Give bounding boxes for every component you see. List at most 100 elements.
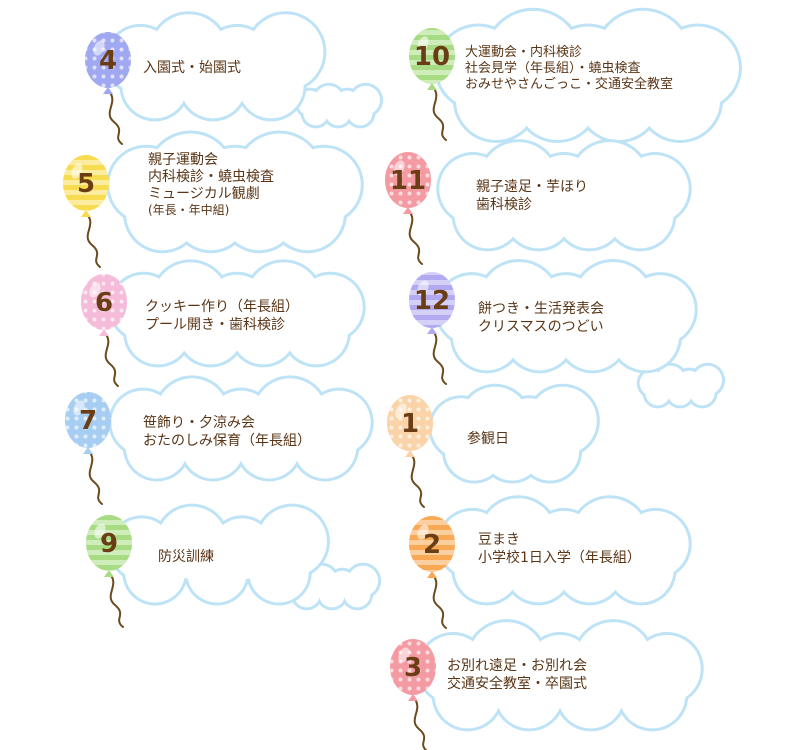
balloon-string <box>407 209 423 265</box>
event-line: (年長・年中組) <box>148 203 230 217</box>
event-cloud-11 <box>436 139 692 252</box>
event-line: おみせやさんごっこ・交通安全教室 <box>465 77 674 92</box>
balloon-highlight <box>417 36 429 52</box>
month-number: 12 <box>414 286 450 316</box>
balloon-string <box>103 331 119 387</box>
events-february: 豆まき 小学校1日入学（年長組） <box>478 531 641 567</box>
balloon-string <box>409 452 425 508</box>
events-june: クッキー作り（年長組） プール開き・歯科検診 <box>145 298 299 334</box>
event-line: 内科検診・蟯虫検査 <box>148 169 274 185</box>
balloon-month-6: 6 <box>81 274 127 387</box>
events-march: お別れ遠足・お別れ会 交通安全教室・卒園式 <box>447 657 587 693</box>
event-line: 社会見学（年長組）・蟯虫検査 <box>465 61 641 76</box>
balloon-month-1: 1 <box>387 395 433 508</box>
small-cloud-1 <box>294 82 384 129</box>
balloon-knot <box>81 210 91 217</box>
event-cloud-5 <box>106 130 364 254</box>
small-cloud-3 <box>284 562 382 611</box>
balloon-highlight <box>93 40 105 56</box>
balloon-month-4: 4 <box>85 32 131 145</box>
balloon-highlight <box>398 647 410 663</box>
event-line: 小学校1日入学（年長組） <box>478 550 641 566</box>
balloon-month-9: 9 <box>86 515 132 628</box>
balloon-string <box>431 573 447 629</box>
event-line: 防災訓練 <box>158 549 214 565</box>
balloon-month-3: 3 <box>390 639 436 750</box>
event-cloud-4 <box>104 11 327 122</box>
month-number: 2 <box>423 530 441 560</box>
event-cloud-10 <box>434 7 742 144</box>
small-cloud-2 <box>636 362 726 409</box>
balloon-knot <box>403 207 413 214</box>
balloon-highlight <box>73 400 85 416</box>
event-line: おたのしみ保育（年長組） <box>143 433 311 449</box>
balloon-knot <box>408 694 418 701</box>
balloon-month-2: 2 <box>409 516 455 629</box>
event-line: 餅つき・生活発表会 <box>478 301 604 317</box>
balloon-knot <box>104 570 114 577</box>
month-number: 6 <box>95 288 113 318</box>
balloon-highlight <box>393 160 405 176</box>
event-line: 親子運動会 <box>148 152 218 168</box>
month-number: 1 <box>401 409 419 439</box>
events-october: 大運動会・内科検診 社会見学（年長組）・蟯虫検査 おみせやさんごっこ・交通安全教… <box>465 45 673 93</box>
event-line: クッキー作り（年長組） <box>145 299 299 315</box>
event-line: プール開き・歯科検診 <box>145 317 285 333</box>
balloon-highlight <box>395 403 407 419</box>
balloon-string <box>107 89 123 145</box>
event-line: ミュージカル観劇 <box>148 186 260 202</box>
balloon-knot <box>427 83 437 90</box>
event-cloud-1 <box>428 383 600 484</box>
event-cloud-9 <box>108 503 330 606</box>
event-line: 笹飾り・夕涼み会 <box>143 415 255 431</box>
event-cloud-3 <box>416 619 704 732</box>
event-line: 大運動会・内科検診 <box>465 45 583 60</box>
event-line: 参観日 <box>467 431 509 447</box>
balloon-string <box>431 329 447 385</box>
events-december: 餅つき・生活発表会 クリスマスのつどい <box>478 300 604 336</box>
balloon-month-11: 11 <box>385 152 431 265</box>
event-cloud-7 <box>108 375 374 482</box>
balloon-knot <box>427 571 437 578</box>
month-number: 3 <box>404 653 422 683</box>
balloon-month-7: 7 <box>65 392 111 505</box>
event-cloud-12 <box>434 258 698 374</box>
balloon-month-5: 5 <box>63 155 109 268</box>
month-number: 7 <box>79 406 97 436</box>
event-line: 交通安全教室・卒園式 <box>447 676 587 692</box>
balloon-highlight <box>417 280 429 296</box>
month-number: 4 <box>99 46 117 76</box>
event-line: 歯科検診 <box>476 197 532 213</box>
balloon-string <box>412 696 428 750</box>
events-july: 笹飾り・夕涼み会 おたのしみ保育（年長組） <box>143 414 311 450</box>
balloon-month-10: 10 <box>409 28 455 141</box>
balloon-string <box>85 212 101 268</box>
month-number: 11 <box>390 166 426 196</box>
events-november: 親子遠足・芋ほり 歯科検診 <box>476 178 588 214</box>
balloon-knot <box>103 87 113 94</box>
event-cloud-2 <box>436 495 692 606</box>
balloon-highlight <box>94 523 106 539</box>
event-line: 親子遠足・芋ほり <box>476 179 588 195</box>
month-number: 10 <box>414 42 450 72</box>
balloon-highlight <box>71 163 83 179</box>
balloon-knot <box>83 447 93 454</box>
events-april: 入園式・始園式 <box>143 59 241 77</box>
event-clouds <box>104 7 742 732</box>
balloon-highlight <box>89 282 101 298</box>
event-line: お別れ遠足・お別れ会 <box>447 658 587 674</box>
month-number: 5 <box>77 169 95 199</box>
event-cloud-6 <box>108 259 366 368</box>
balloon-highlight <box>417 524 429 540</box>
month-number: 9 <box>100 529 118 559</box>
balloon-knot <box>99 329 109 336</box>
event-line: 入園式・始園式 <box>143 60 241 76</box>
balloon-month-12: 12 <box>409 272 455 385</box>
event-line: 豆まき <box>478 532 520 548</box>
events-january: 参観日 <box>467 430 509 448</box>
balloon-knot <box>427 327 437 334</box>
balloon-string <box>87 449 103 505</box>
